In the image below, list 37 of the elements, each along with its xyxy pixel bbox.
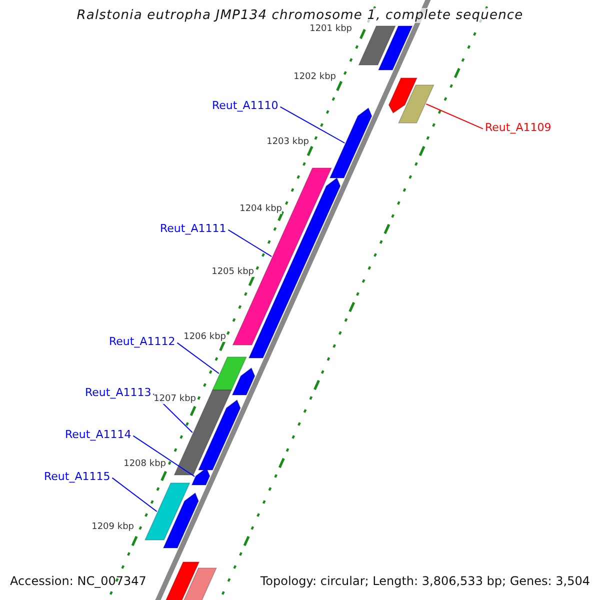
gene-segment: [358, 26, 396, 66]
gene-segment: [191, 467, 210, 486]
gene-label: Reut_A1114: [65, 428, 132, 441]
leader-line: [112, 477, 158, 512]
gene-segment: [388, 78, 418, 114]
scale-label: 1208 kbp: [124, 459, 166, 469]
gene-label: Reut_A1113: [85, 386, 152, 399]
leader-line: [426, 104, 484, 130]
gene-segment: [232, 367, 256, 396]
leader-line: [176, 342, 220, 374]
gene-segment: [212, 356, 248, 390]
scale-label: 1209 kbp: [92, 522, 134, 532]
gene-label: Reut_A1111: [160, 222, 226, 235]
scale-label: 1205 kbp: [212, 267, 254, 277]
gene-segment: [398, 84, 434, 124]
gene-segment: [232, 168, 332, 346]
gene-segment: [329, 107, 372, 178]
leader-line: [132, 435, 196, 477]
map-title: Ralstonia eutropha JMP134 chromosome 1, complete sequence: [76, 8, 524, 23]
scale-label: 1203 kbp: [266, 137, 309, 147]
leader-line: [280, 106, 346, 144]
gene-label: Reut_A1112: [109, 335, 176, 348]
gene-label: Reut_A1115: [44, 470, 110, 483]
scale-label: 1206 kbp: [184, 332, 226, 342]
gene-label: Reut_A1109: [485, 121, 552, 134]
footer-text: Topology: circular; Length: 3,806,533 bp; Genes: 3,504: [260, 574, 590, 588]
gene-segment: [378, 26, 413, 70]
gene-segment: [162, 492, 199, 548]
scale-label: 1204 kbp: [240, 204, 282, 214]
scale-label: 1207 kbp: [154, 394, 196, 404]
leader-line: [228, 229, 272, 257]
scale-label: 1202 kbp: [294, 72, 336, 82]
gene-label: Reut_A1110: [212, 99, 278, 112]
scale-label: 1201 kbp: [310, 24, 352, 34]
footer-text: Accession: NC_007347: [10, 574, 146, 588]
gene-segment: [144, 482, 190, 540]
gene-segment: [198, 399, 241, 470]
